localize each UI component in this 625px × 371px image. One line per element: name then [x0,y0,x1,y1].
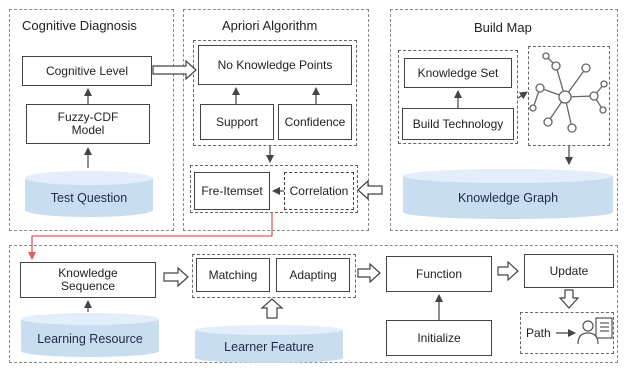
learning-resource-label: Learning Resource [37,332,143,346]
knowledge-sequence-box: Knowledge Sequence [20,262,156,298]
learning-path-panel [9,245,618,363]
path-label: Path [526,326,551,340]
support-box: Support [200,104,274,140]
learner-feature-database: Learner Feature [194,324,344,364]
apriori-algorithm-title: Apriori Algorithm [222,18,318,33]
fuzzy-cdf-label: Fuzzy-CDF [57,110,119,124]
apriori-algorithm-panel [183,9,369,231]
matching-adapting-group [192,254,356,298]
apriori-inner-group [193,40,357,146]
build-map-panel [390,9,618,231]
learning-resource-database: Learning Resource [20,312,160,358]
cognitive-level-box: Cognitive Level [22,56,152,86]
graph-illustration-frame [528,46,610,146]
sequence-label: Sequence [60,279,116,293]
correlation-box: Correlation [284,172,354,210]
database-cylinder-icon [195,325,343,363]
build-technology-box: Build Technology [402,108,514,140]
fre-itemset-box: Fre-Itemset [194,172,270,210]
knowledge-graph-label: Knowledge Graph [457,191,559,205]
test-question-label: Test Question [50,191,128,205]
initialize-box: Initialize [386,320,492,356]
no-knowledge-points-box: No Knowledge Points [198,45,352,85]
adapting-box: Adapting [276,258,350,292]
update-box: Update [524,254,614,288]
knowledge-set-box: Knowledge Set [404,58,512,88]
database-cylinder-icon [21,313,159,357]
fuzzy-cdf-model-box: Fuzzy-CDF Model [26,104,150,144]
build-map-inner-group [398,50,518,144]
path-group [520,312,614,354]
function-box: Function [386,256,492,292]
matching-box: Matching [196,258,270,292]
database-cylinder-icon [403,169,613,219]
learner-feature-label: Learner Feature [224,340,314,354]
cognitive-diagnosis-title: Cognitive Diagnosis [22,18,137,33]
model-label: Model [71,123,105,137]
test-question-database: Test Question [24,170,154,218]
confidence-box: Confidence [278,104,352,140]
build-map-title: Build Map [474,20,532,35]
knowledge-graph-database: Knowledge Graph [402,168,614,220]
knowledge-label: Knowledge [58,266,118,280]
